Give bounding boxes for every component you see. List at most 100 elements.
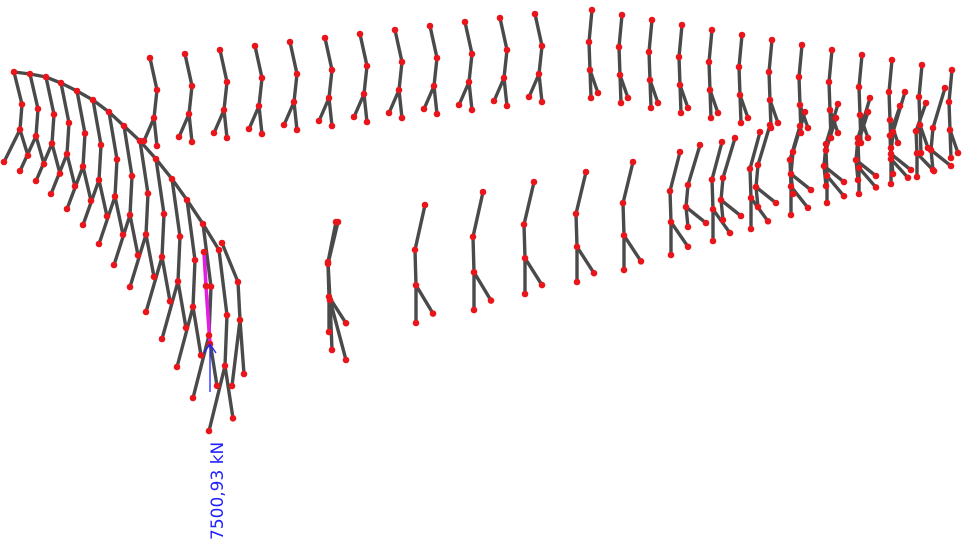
column-member[interactable] <box>393 28 404 120</box>
node-point[interactable] <box>718 138 726 146</box>
column-member[interactable] <box>917 63 924 155</box>
node-point[interactable] <box>332 218 340 226</box>
brace-member[interactable] <box>857 166 878 190</box>
node-point[interactable] <box>765 68 773 76</box>
node-point[interactable] <box>855 164 863 172</box>
back-frame[interactable] <box>492 16 509 108</box>
column-member[interactable] <box>220 241 242 388</box>
column-member[interactable] <box>587 8 594 100</box>
node-point[interactable] <box>465 78 473 86</box>
node-point[interactable] <box>787 183 795 190</box>
node-point[interactable] <box>150 273 158 281</box>
node-point[interactable] <box>218 239 226 247</box>
node-point[interactable] <box>946 126 954 134</box>
column-member[interactable] <box>428 24 439 116</box>
node-point[interactable] <box>707 114 715 122</box>
node-point[interactable] <box>941 84 949 92</box>
node-point[interactable] <box>904 174 912 182</box>
node-point[interactable] <box>629 158 637 166</box>
column-member[interactable] <box>148 56 159 148</box>
node-point[interactable] <box>772 199 780 207</box>
node-point[interactable] <box>87 197 95 205</box>
brace-member[interactable] <box>457 80 471 107</box>
node-point[interactable] <box>119 231 127 239</box>
node-point[interactable] <box>747 194 755 202</box>
node-point[interactable] <box>572 210 580 218</box>
node-point[interactable] <box>535 70 543 78</box>
node-point[interactable] <box>40 160 48 168</box>
node-point[interactable] <box>221 362 229 370</box>
node-point[interactable] <box>854 176 862 184</box>
node-point[interactable] <box>258 74 266 82</box>
node-point[interactable] <box>538 98 546 106</box>
node-point[interactable] <box>111 193 119 200</box>
node-point[interactable] <box>918 61 926 69</box>
node-point[interactable] <box>398 114 406 122</box>
node-point[interactable] <box>774 119 782 127</box>
brace-member[interactable] <box>282 100 296 127</box>
node-point[interactable] <box>470 268 478 276</box>
node-point[interactable] <box>16 126 24 133</box>
edge-frame[interactable] <box>18 72 46 173</box>
column-member[interactable] <box>253 44 264 136</box>
node-point[interactable] <box>168 175 176 183</box>
node-point[interactable] <box>637 258 645 265</box>
node-point[interactable] <box>520 221 528 228</box>
brace-member[interactable] <box>422 84 436 111</box>
node-point[interactable] <box>433 54 441 62</box>
node-point[interactable] <box>754 203 762 211</box>
node-point[interactable] <box>10 68 18 76</box>
node-point[interactable] <box>948 66 956 74</box>
node-point[interactable] <box>158 253 166 261</box>
column-member[interactable] <box>947 68 954 160</box>
node-point[interactable] <box>676 148 684 156</box>
node-point[interactable] <box>667 251 675 259</box>
corner-frame[interactable] <box>220 241 246 388</box>
brace-member[interactable] <box>18 127 30 158</box>
node-point[interactable] <box>126 211 134 219</box>
node-point[interactable] <box>684 243 692 251</box>
node-point[interactable] <box>766 96 774 104</box>
node-point[interactable] <box>521 254 529 262</box>
node-point[interactable] <box>719 216 727 224</box>
back-frame[interactable] <box>457 20 474 112</box>
brace-member[interactable] <box>918 123 930 150</box>
node-point[interactable] <box>582 168 590 176</box>
node-point[interactable] <box>166 297 174 305</box>
column-member[interactable] <box>2 70 24 164</box>
node-point[interactable] <box>887 150 895 158</box>
node-point[interactable] <box>429 310 437 317</box>
brace-member[interactable] <box>238 318 246 376</box>
node-point[interactable] <box>26 70 34 78</box>
node-point[interactable] <box>823 172 831 180</box>
node-point[interactable] <box>469 233 477 241</box>
node-point[interactable] <box>675 53 683 61</box>
node-point[interactable] <box>426 22 434 30</box>
column-member[interactable] <box>647 18 654 110</box>
node-point[interactable] <box>947 162 955 170</box>
brace-member[interactable] <box>575 245 596 275</box>
column-member[interactable] <box>684 143 702 229</box>
front-frame[interactable] <box>522 180 544 296</box>
node-point[interactable] <box>798 41 806 49</box>
node-point[interactable] <box>79 221 87 229</box>
node-point[interactable] <box>834 129 842 137</box>
node-point[interactable] <box>73 87 81 95</box>
node-point[interactable] <box>176 233 184 240</box>
node-point[interactable] <box>202 282 210 290</box>
node-point[interactable] <box>705 58 713 66</box>
node-point[interactable] <box>866 94 874 102</box>
brace-member[interactable] <box>768 98 780 125</box>
node-point[interactable] <box>411 246 419 254</box>
node-point[interactable] <box>81 130 89 137</box>
node-point[interactable] <box>667 218 675 226</box>
node-point[interactable] <box>648 16 656 24</box>
node-point[interactable] <box>822 147 830 154</box>
node-point[interactable] <box>105 108 113 116</box>
brace-member[interactable] <box>719 198 743 218</box>
node-point[interactable] <box>647 104 655 112</box>
node-point[interactable] <box>886 116 894 124</box>
node-point[interactable] <box>954 149 962 157</box>
node-point[interactable] <box>395 86 403 94</box>
inner-frame[interactable] <box>719 136 743 222</box>
